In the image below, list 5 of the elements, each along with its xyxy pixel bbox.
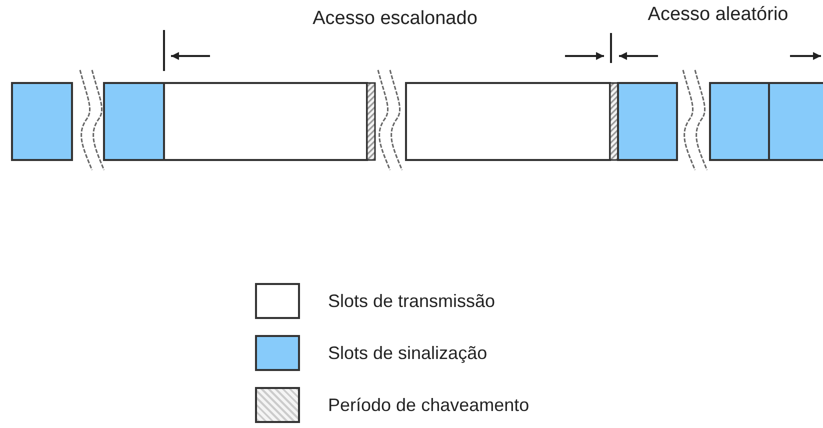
- section-label: Acesso escalonado: [312, 8, 478, 30]
- legend-label: Período de chaveamento: [328, 394, 530, 416]
- legend-label: Slots de sinalização: [328, 342, 488, 364]
- legend-label: Slots de transmissão: [328, 290, 496, 312]
- section-label: Acesso aleatório: [648, 4, 788, 26]
